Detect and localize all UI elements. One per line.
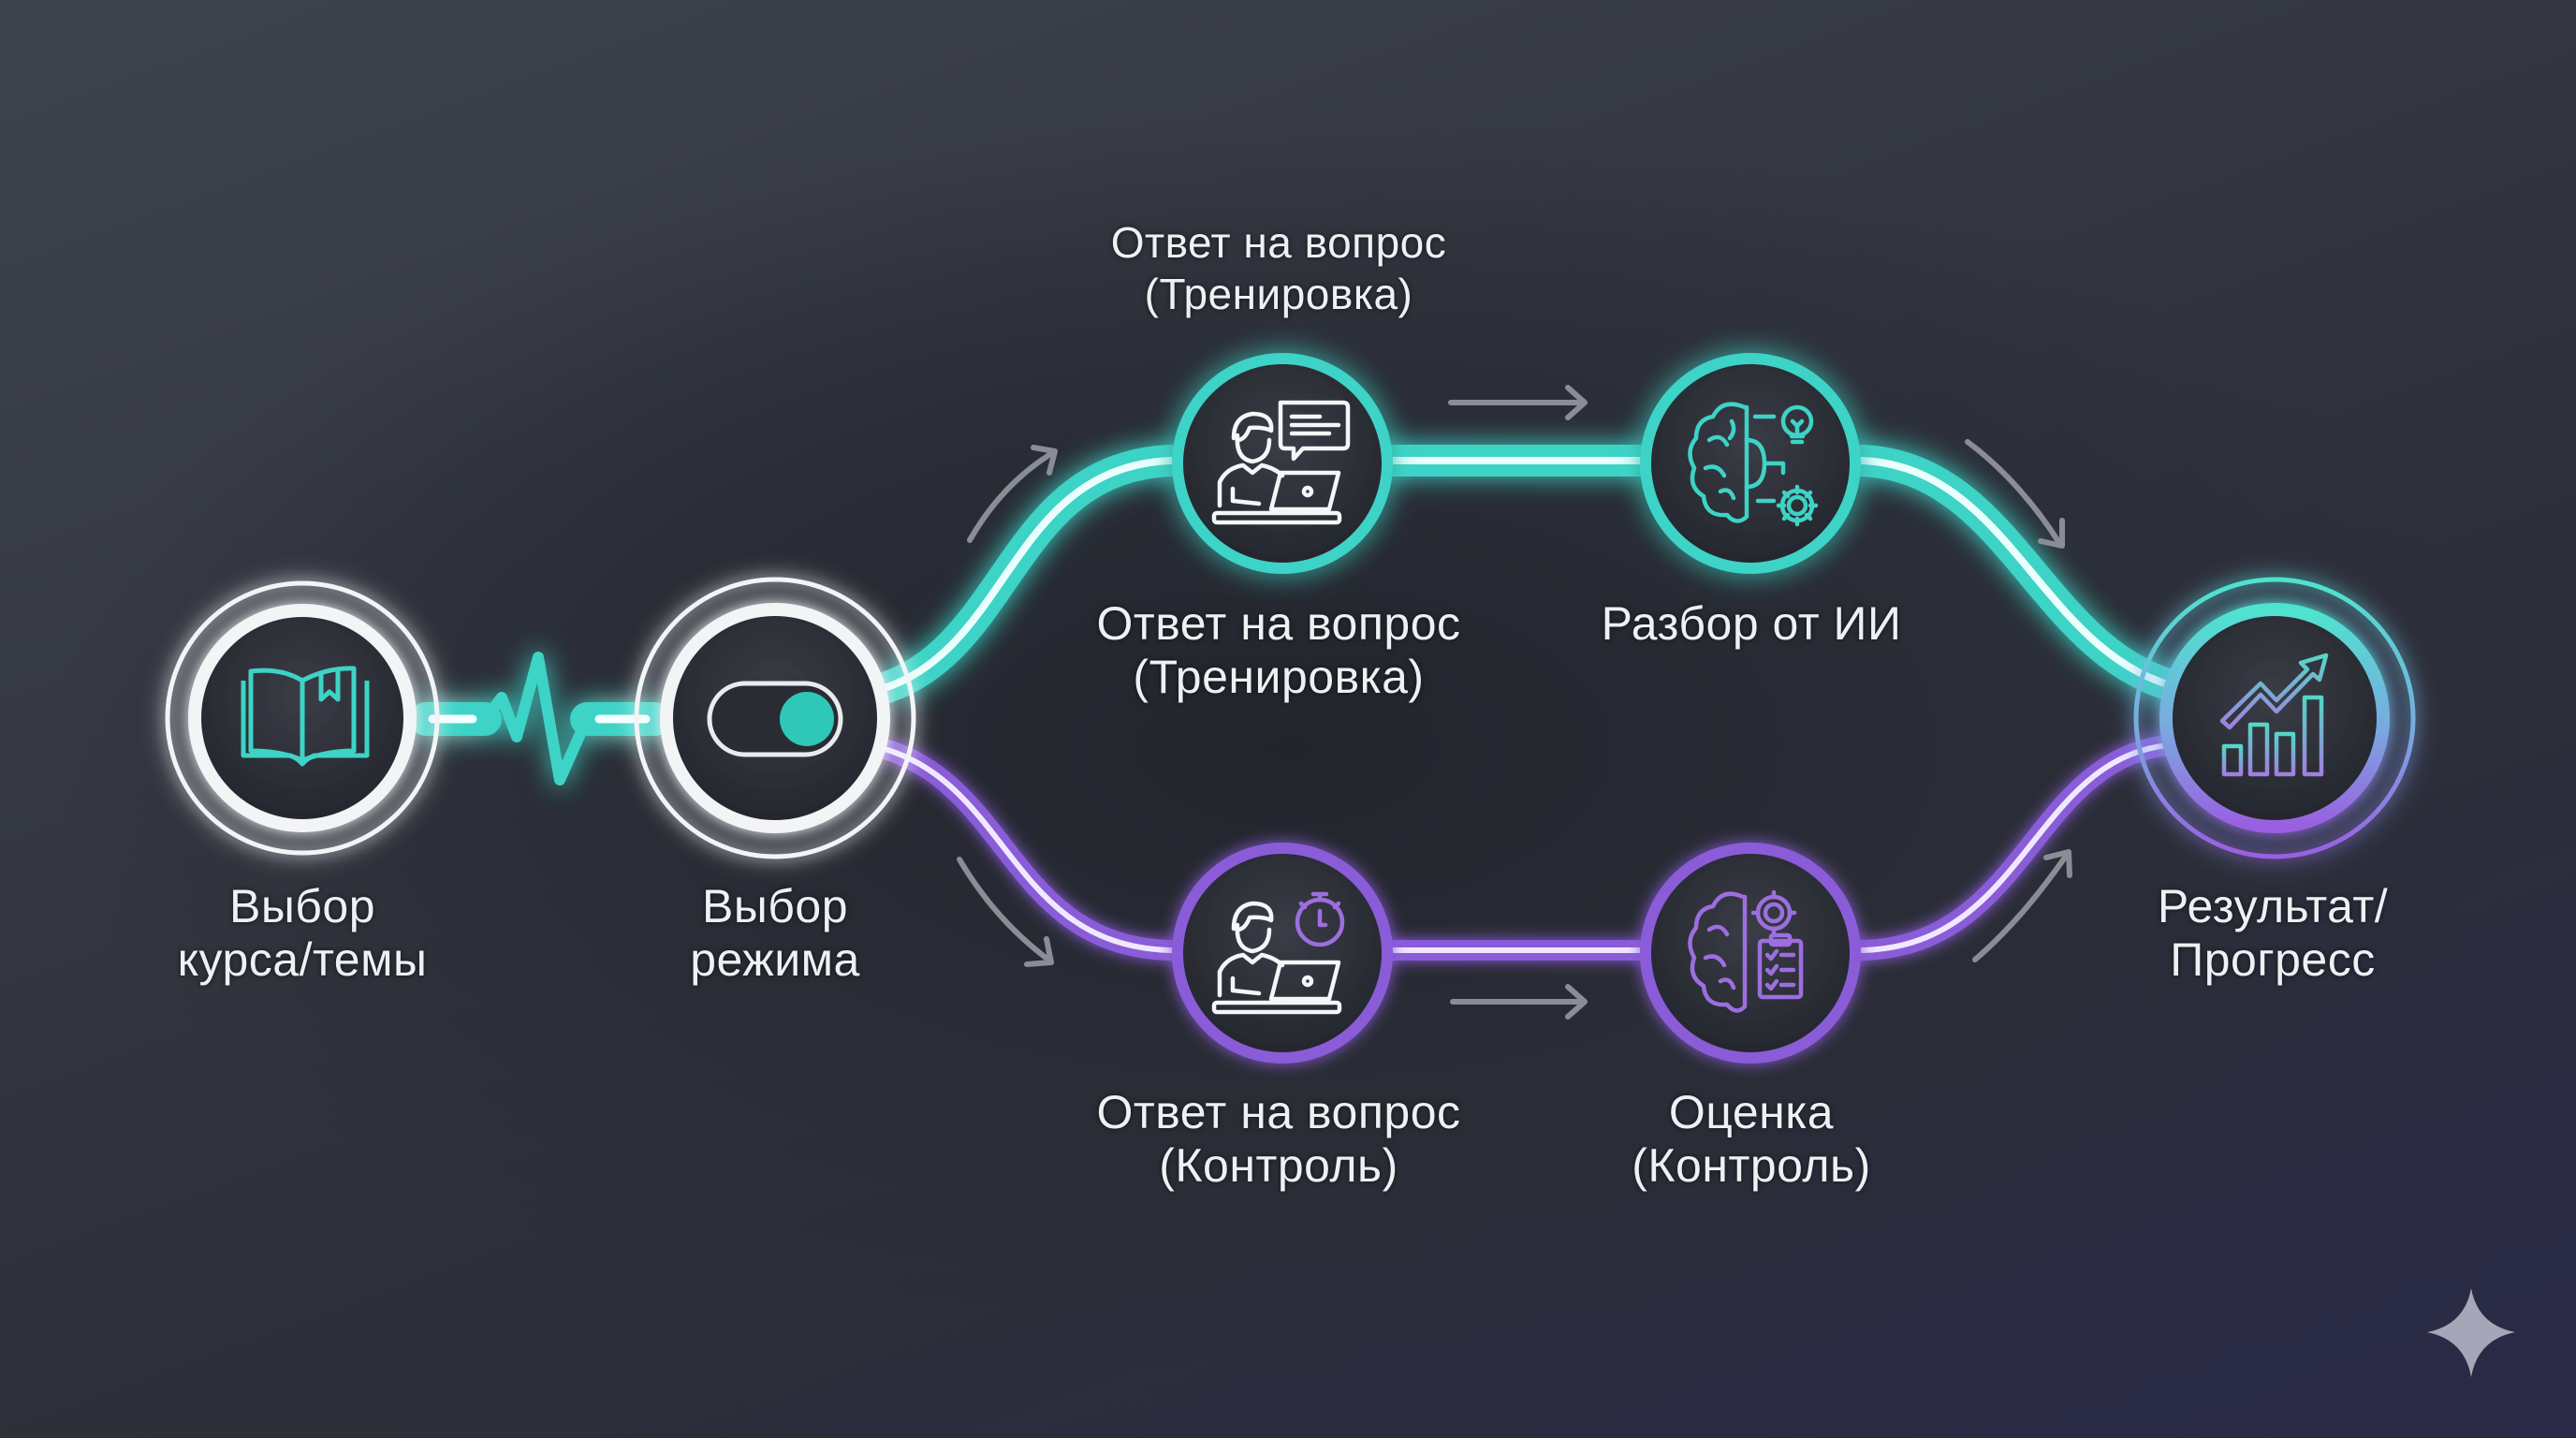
label-line: Разбор от ИИ — [1601, 597, 1902, 650]
node-control-grade[interactable] — [1640, 843, 1861, 1064]
person-laptop-stopwatch-icon — [1211, 891, 1345, 1015]
label-control-answer: Ответ на вопрос (Контроль) — [1096, 1086, 1460, 1193]
label-ai-review: Разбор от ИИ — [1602, 597, 1902, 651]
label-line: Результат/ — [2157, 880, 2389, 932]
node-control-answer[interactable] — [1172, 843, 1393, 1064]
arrow-down-right-icon — [1965, 439, 2065, 549]
brain-gears-lightbulb-icon — [1688, 402, 1819, 527]
label-line: (Тренировка) — [1133, 651, 1425, 703]
brain-gear-checklist-icon — [1688, 889, 1804, 1013]
label-course: Выбор курса/темы — [178, 880, 428, 987]
training-path — [879, 445, 2186, 704]
label-line: Ответ на вопрос — [1096, 597, 1461, 650]
node-ai-review[interactable] — [1640, 353, 1861, 574]
sparkle-icon — [2427, 1288, 2515, 1377]
label-control-grade: Оценка (Контроль) — [1632, 1086, 1871, 1193]
label-train-answer-top: Ответ на вопрос (Тренировка) — [1111, 217, 1447, 320]
direction-arrows — [957, 385, 2072, 1020]
node-train-answer[interactable] — [1172, 353, 1393, 574]
label-train-answer: Ответ на вопрос (Тренировка) — [1096, 597, 1460, 704]
control-path — [881, 734, 2182, 961]
arrow-right-icon — [1448, 385, 1588, 420]
label-line: режима — [690, 933, 860, 986]
toggle-switch-icon — [707, 681, 843, 757]
arrow-down-right-icon — [957, 857, 1054, 967]
person-laptop-chat-icon — [1211, 400, 1351, 525]
label-line: Ответ на вопрос — [1110, 218, 1447, 267]
label-line: Выбор — [228, 880, 376, 932]
node-result[interactable] — [2106, 550, 2443, 887]
label-line: Прогресс — [2170, 933, 2376, 986]
label-line: (Контроль) — [1159, 1139, 1398, 1192]
label-line: (Тренировка) — [1144, 270, 1413, 318]
arrow-up-right-icon — [967, 445, 1058, 543]
arrow-right-icon — [1450, 984, 1588, 1020]
node-mode[interactable] — [608, 551, 942, 885]
label-line: (Контроль) — [1632, 1139, 1871, 1192]
label-line: Ответ на вопрос — [1096, 1086, 1461, 1138]
arrow-up-right-icon — [1972, 849, 2072, 962]
open-book-icon — [241, 666, 370, 767]
bar-chart-growth-icon — [2213, 653, 2334, 777]
label-line: Оценка — [1668, 1086, 1835, 1138]
node-course[interactable] — [139, 554, 466, 882]
label-line: Выбор — [701, 880, 849, 932]
label-result: Результат/ Прогресс — [2158, 880, 2388, 987]
label-mode: Выбор режима — [690, 880, 860, 987]
label-line: курса/темы — [177, 933, 428, 986]
